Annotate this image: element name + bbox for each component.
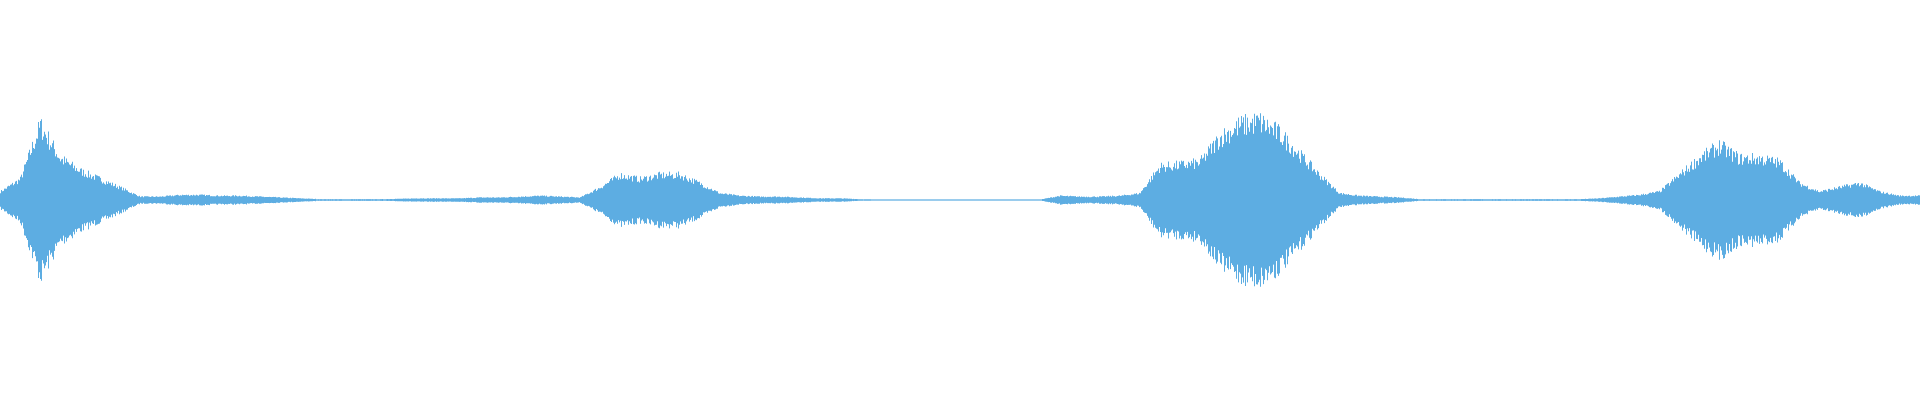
waveform-signal <box>0 113 1920 287</box>
